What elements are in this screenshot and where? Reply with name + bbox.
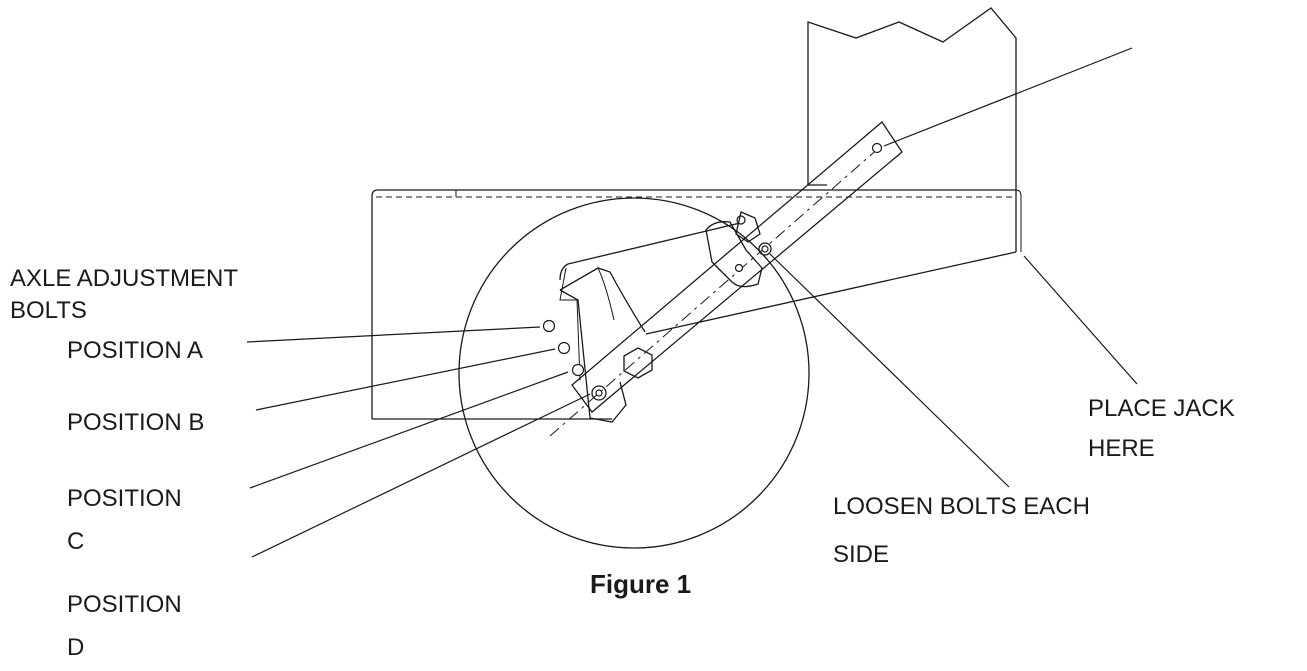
adjustment-holes [542,319,607,401]
hole-position-c [571,363,585,377]
axle-adjustment-label-line2: BOLTS [10,297,87,324]
wheel [458,197,810,549]
hex-nut [623,347,653,379]
position-d-label-line1: POSITION [67,591,182,618]
hole-position-d [591,385,607,401]
figure-caption: Figure 1 [590,569,692,599]
loosen-bolt [758,242,772,256]
position-c-label-line2: C [67,528,85,555]
axle-bracket [559,267,646,423]
position-a-label: POSITION A [67,337,204,364]
cam-plate [705,211,763,288]
place-jack-label-line2: HERE [1088,435,1155,462]
hole-position-a [542,319,556,333]
loosen-bolts-label-line2: SIDE [833,541,890,568]
torsion-arm [549,121,903,437]
loosen-bolts-label-line1: LOOSEN BOLTS EACH [833,493,1090,520]
position-c-label-line1: POSITION [67,485,182,512]
upright-post [807,7,1017,190]
mounting-plate [559,222,1017,381]
leader-lines [246,47,1138,558]
place-jack-label-line1: PLACE JACK [1088,395,1235,422]
trailer-frame [371,189,1022,420]
hole-position-b [557,341,571,355]
axle-adjustment-label-line1: AXLE ADJUSTMENT [10,265,239,292]
position-d-label-line2: D [67,634,85,661]
position-b-label: POSITION B [67,409,205,436]
